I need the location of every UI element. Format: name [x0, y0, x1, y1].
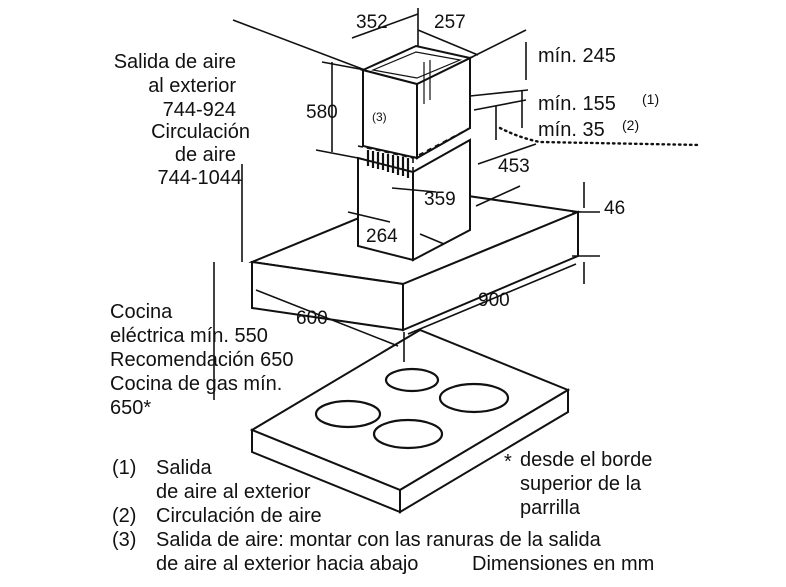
dim-chimney-depth: 257: [434, 12, 466, 33]
dimension-lines: [213, 8, 702, 400]
recirc-label-line1: Circulación: [151, 121, 250, 143]
legend-1-line2: de aire al exterior: [156, 481, 311, 503]
dim-chimney-height: 580: [306, 102, 338, 123]
dim-chimney-width: 352: [356, 12, 388, 33]
recirculation-marker: [498, 126, 702, 147]
legend-3-line2: de aire al exterior hacia abajo: [156, 553, 418, 575]
recirc-label-line2: de aire: [175, 144, 236, 166]
dimension-values: 352 257 580 453 359 264 46 600 900: [296, 12, 625, 329]
cooktop-label-line5: 650*: [110, 397, 151, 419]
min-35-ref: (2): [622, 117, 639, 133]
min-155-ref: (1): [642, 91, 659, 107]
dim-canopy-thickness: 46: [604, 198, 625, 219]
side-labels: Salida de aire al exterior 744-924 Circu…: [110, 45, 659, 419]
min-245-label: mín. 245: [538, 45, 616, 67]
cooktop-label-line2: eléctrica mín. 550: [110, 325, 268, 347]
dim-hood-width: 900: [478, 290, 510, 311]
footnote-star: *: [504, 451, 512, 473]
cooktop-label-line1: Cocina: [110, 301, 173, 323]
cooktop-label-line4: Cocina de gas mín.: [110, 373, 282, 395]
footnote: * desde el borde superior de la parrilla: [504, 449, 652, 519]
legend-1-line1: Salida: [156, 457, 212, 479]
dim-offset-453: 453: [498, 156, 530, 177]
legend-2-num: (2): [112, 505, 136, 527]
outlet-label-line2: al exterior: [148, 75, 236, 97]
dim-inner-359: 359: [424, 189, 456, 210]
burner-back-left: [384, 367, 440, 393]
legend-2-line1: Circulación de aire: [156, 505, 322, 527]
legend-3-num: (3): [112, 529, 136, 551]
footnote-line1: desde el borde: [520, 449, 652, 471]
outlet-range: 744-924: [163, 99, 236, 121]
footnote-line3: parrilla: [520, 497, 581, 519]
air-outlet-vents: [366, 150, 410, 178]
legend: (1) Salida de aire al exterior (2) Circu…: [112, 457, 602, 575]
chimney-lower-side: [412, 138, 471, 262]
legend-3-line1: Salida de aire: montar con las ranuras d…: [156, 529, 602, 551]
dim-hood-depth: 600: [296, 308, 328, 329]
min-155-label: mín. 155: [538, 93, 616, 115]
cooktop-label-line3: Recomendación 650: [110, 349, 293, 371]
recirc-range: 744-1044: [157, 167, 242, 189]
chimney-top-bracket: [370, 51, 463, 79]
dim-inner-264: 264: [366, 226, 398, 247]
burner-back-right: [438, 382, 510, 414]
cooktop-side-face: [399, 388, 569, 514]
footnote-line2: superior de la: [520, 473, 642, 495]
units-note: Dimensiones en mm: [472, 553, 654, 575]
min-35-label: mín. 35: [538, 119, 605, 141]
legend-1-num: (1): [112, 457, 136, 479]
burner-front-right: [372, 418, 444, 450]
outlet-label-line1: Salida de aire: [114, 51, 236, 73]
burner-front-left: [314, 399, 382, 429]
callout-3-label: (3): [372, 110, 387, 124]
cooktop: [249, 328, 571, 514]
chimney: [357, 44, 473, 262]
